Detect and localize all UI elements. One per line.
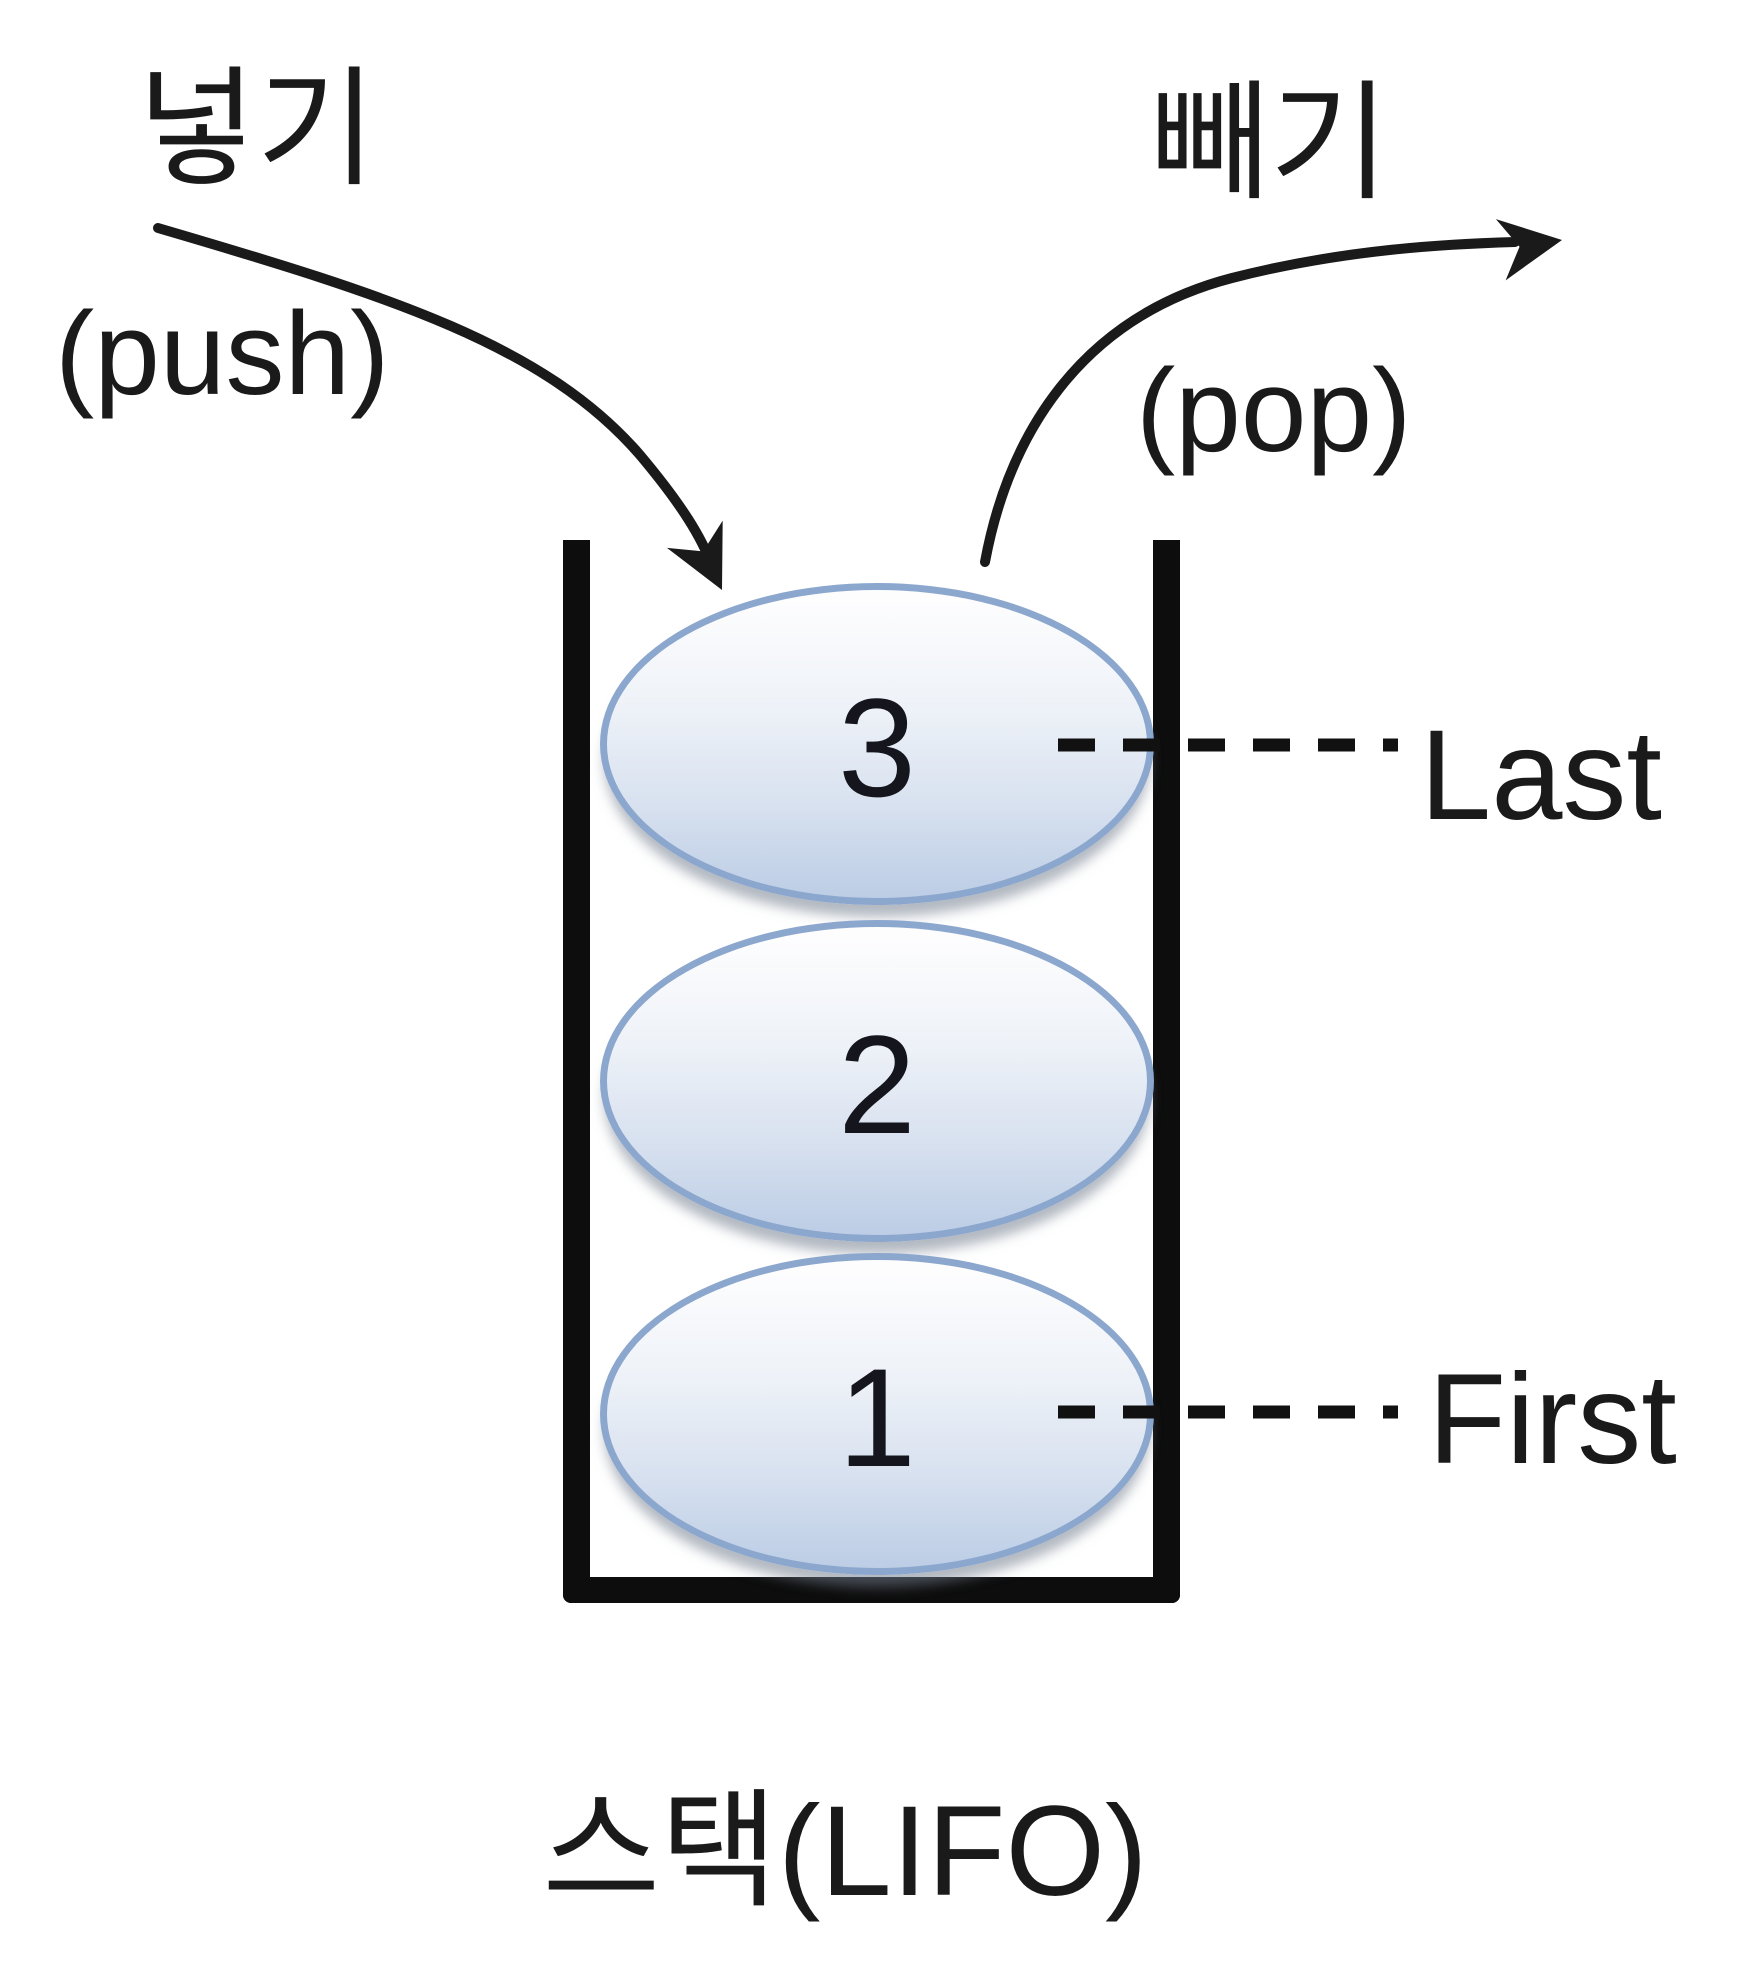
stack-item-ellipse: 3 (600, 583, 1154, 905)
stack-item-ellipse: 2 (600, 920, 1154, 1242)
stack-item-value: 2 (838, 1006, 916, 1163)
stack-item-value: 1 (838, 1339, 916, 1496)
stack-item-ellipse: 1 (600, 1253, 1154, 1575)
pop-label-english: (pop) (1136, 345, 1412, 477)
push-label-english: (push) (55, 288, 390, 420)
last-marker-label: Last (1420, 704, 1662, 847)
diagram-caption: 스택(LIFO) (542, 1780, 1148, 1923)
pop-label-korean: 빼기 (1150, 70, 1390, 216)
push-label-korean: 넣기 (137, 56, 377, 202)
stack-container (563, 540, 1180, 1603)
stack-item-value: 3 (838, 669, 916, 826)
pop-arrowhead-icon (1495, 219, 1562, 281)
first-marker-label: First (1428, 1348, 1677, 1491)
